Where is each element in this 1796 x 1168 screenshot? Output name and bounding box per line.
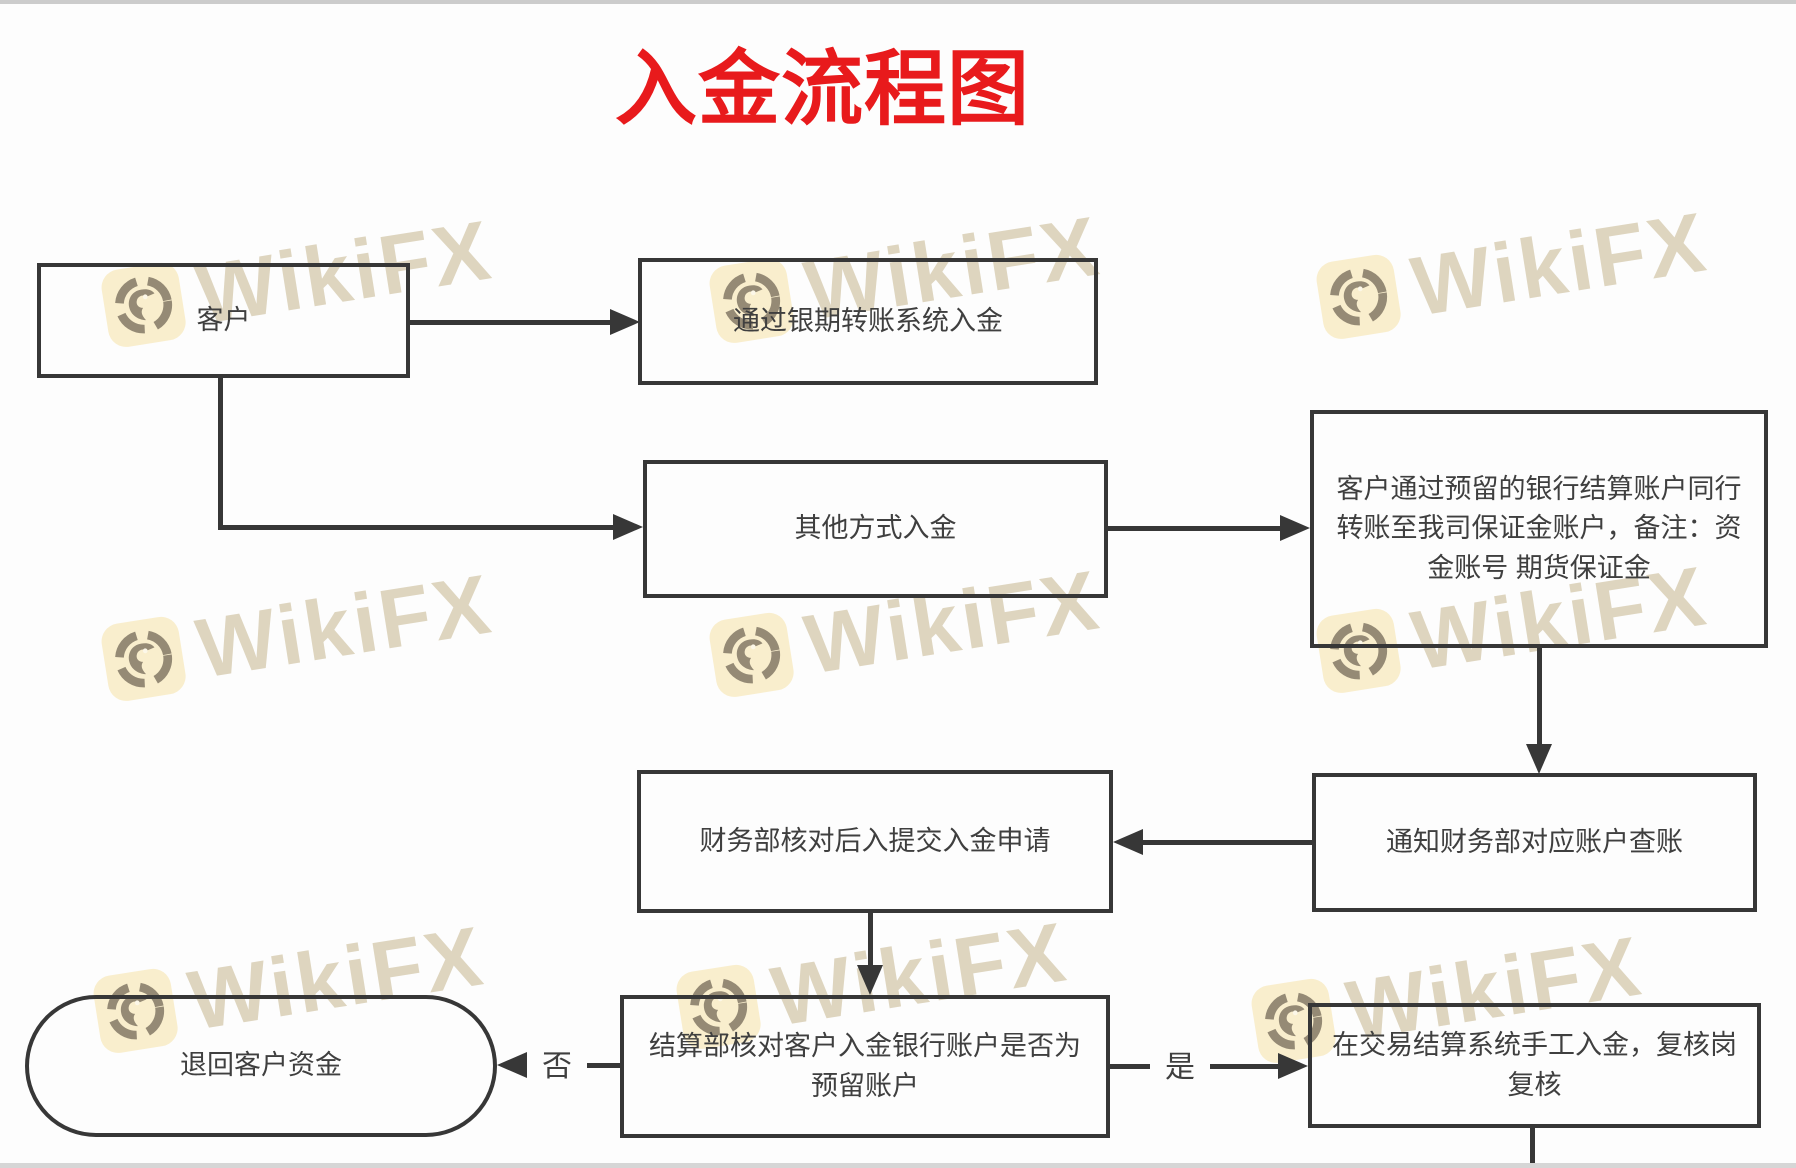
edge-customer-to-bankfutures: [410, 320, 610, 325]
arrowhead-down-icon: [857, 965, 883, 995]
edge-transfer-to-notify: [1537, 648, 1542, 746]
watermark-text: WikiFX: [190, 556, 499, 696]
wikifx-eagle-logo-icon: [1313, 251, 1404, 342]
bottom-edge-strip: [0, 1163, 1796, 1168]
node-settlement-verify-account: 结算部核对客户入金银行账户是否为预留账户: [620, 995, 1110, 1138]
node-customer: 客户: [37, 263, 410, 378]
arrowhead-left-icon: [1113, 829, 1143, 855]
node-reserved-account-transfer: 客户通过预留的银行结算账户同行转账至我司保证金账户，备注：资金账号 期货保证金: [1310, 410, 1768, 648]
arrowhead-right-icon: [1278, 1053, 1308, 1079]
wikifx-eagle-logo-icon: [706, 609, 797, 700]
watermark-text: WikiFX: [1405, 194, 1714, 334]
node-bank-futures-transfer: 通过银期转账系统入金: [638, 258, 1098, 385]
arrowhead-right-icon: [613, 514, 643, 540]
arrowhead-right-icon: [610, 309, 640, 335]
watermark: WikiFX: [97, 555, 499, 712]
edge-customer-down: [218, 378, 223, 530]
wikifx-eagle-logo-icon: [98, 613, 189, 704]
arrowhead-down-icon: [1526, 744, 1552, 774]
edge-label-yes: 是: [1150, 1038, 1210, 1090]
edge-finance-to-settlement: [868, 913, 873, 967]
arrowhead-right-icon: [1280, 515, 1310, 541]
edge-customer-to-other: [218, 525, 613, 530]
node-notify-finance-check: 通知财务部对应账户查账: [1312, 773, 1757, 912]
node-other-method-deposit: 其他方式入金: [643, 460, 1108, 598]
edge-notify-to-finance: [1141, 840, 1312, 845]
edge-manual-down: [1530, 1128, 1535, 1168]
watermark: WikiFX: [1312, 193, 1714, 350]
arrowhead-left-icon: [497, 1052, 527, 1078]
page-title: 入金流程图: [614, 44, 1030, 135]
node-refund-customer-funds: 退回客户资金: [25, 995, 497, 1137]
node-manual-deposit-review: 在交易结算系统手工入金，复核岗复核: [1308, 1003, 1761, 1128]
node-finance-submit-request: 财务部核对后入提交入金申请: [637, 770, 1113, 913]
edge-other-to-transfer: [1108, 526, 1282, 531]
edge-label-no: 否: [527, 1037, 587, 1089]
top-edge-strip: [0, 0, 1796, 4]
